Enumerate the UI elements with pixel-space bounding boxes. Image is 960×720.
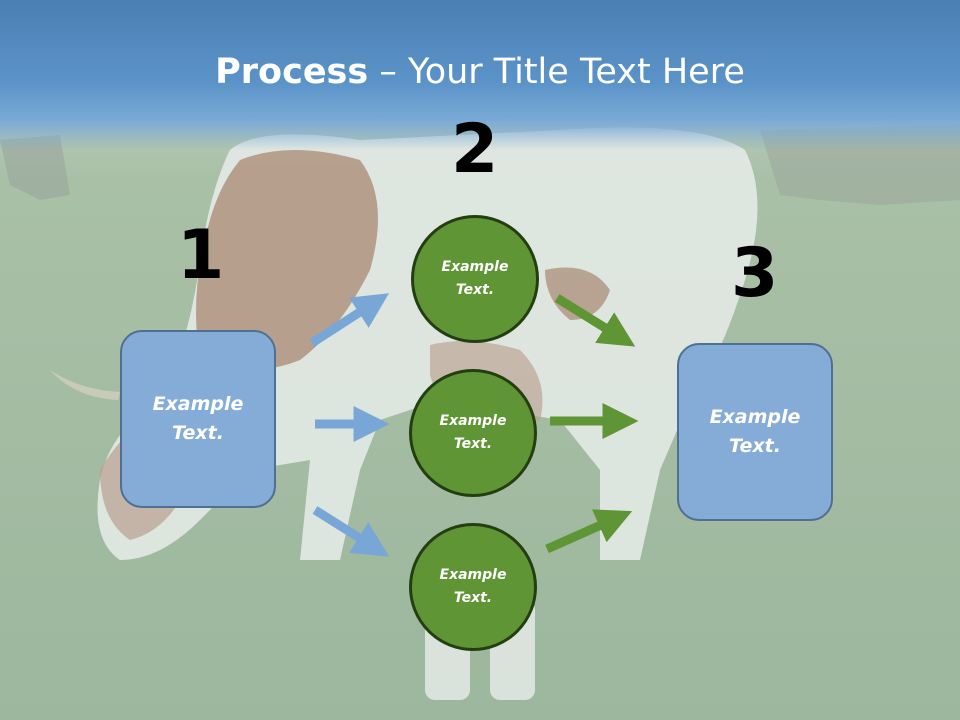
title-bar [0,0,960,150]
arrow-top-to-right [554,294,636,347]
left-box-line2: Text. [172,422,224,444]
circle-top-line1: Example [441,259,509,275]
step-number-1: 1 [177,216,225,295]
title-bold: Process [215,52,369,92]
step-number-3: 3 [731,234,779,313]
circle-bottom-line1: Example [439,567,507,583]
slide-title: Process – Your Title Text Here [0,52,960,92]
right-box-line1: Example [709,406,801,428]
right-box-line2: Text. [729,435,781,457]
step-number-2: 2 [451,110,499,189]
title-rest: – Your Title Text Here [368,52,745,92]
arrow-bottom-to-right [545,509,633,554]
arrow-left-to-bottom [312,506,390,557]
circle-middle-line2: Text. [453,436,493,452]
left-box-line1: Example [152,393,244,415]
circle-bottom-line2: Text. [453,590,493,606]
circle-middle-line1: Example [439,413,507,429]
arrow-left-to-top [309,293,390,347]
circle-top-line2: Text. [455,282,495,298]
